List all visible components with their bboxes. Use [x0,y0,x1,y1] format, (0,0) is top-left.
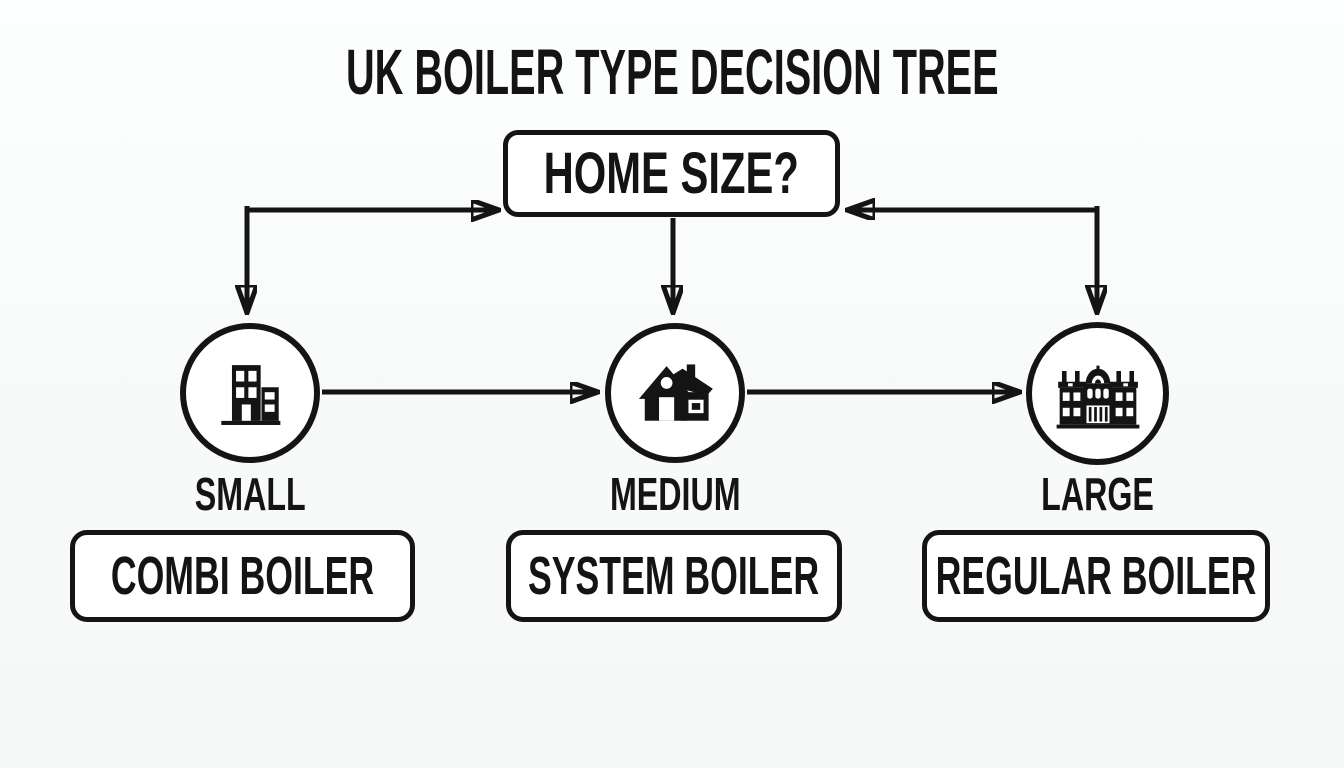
node-medium-home [605,323,745,463]
connector-root-to-large [849,206,1097,311]
root-question-label: HOME SIZE? [543,141,800,206]
result-label: COMBI BOILER [110,546,375,606]
node-small-home [180,323,320,463]
size-label-medium: MEDIUM [609,468,741,520]
size-label-large: LARGE [1040,468,1154,520]
size-label-small: SMALL [194,468,306,520]
connector-root-to-small [247,206,497,311]
mansion-icon [1052,356,1144,432]
result-node-combi-boiler: COMBI BOILER [70,530,415,622]
result-node-regular-boiler: REGULAR BOILER [922,530,1270,622]
node-large-home [1026,322,1169,465]
result-label: SYSTEM BOILER [528,546,820,606]
apartment-building-icon [209,352,291,434]
result-node-system-boiler: SYSTEM BOILER [506,530,842,622]
root-question-node: HOME SIZE? [503,130,840,217]
result-label: REGULAR BOILER [935,546,1257,606]
page-title-text: UK BOILER TYPE DECISION TREE [345,36,999,108]
page-title: UK BOILER TYPE DECISION TREE [0,40,1344,104]
detached-house-icon [633,351,717,435]
